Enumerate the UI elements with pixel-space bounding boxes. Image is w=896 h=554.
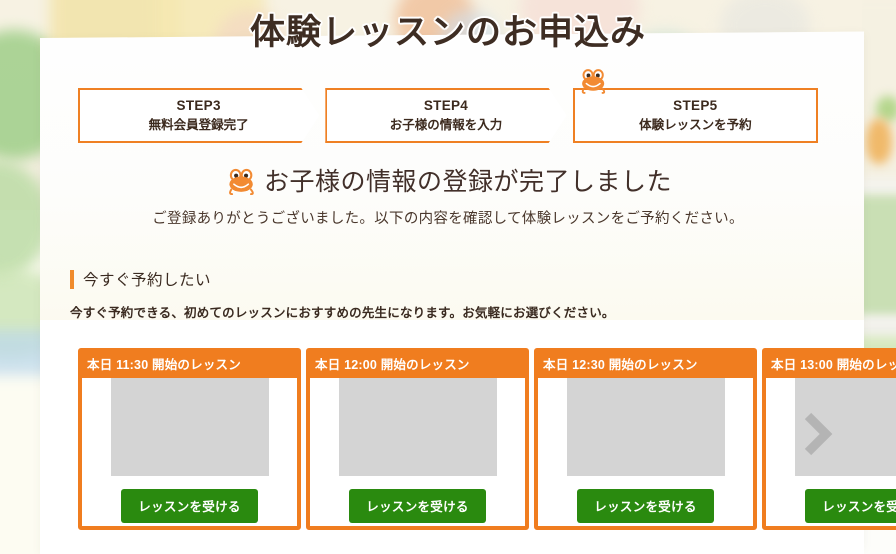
chevron-right-icon <box>804 412 833 456</box>
lesson-teacher-thumbnail <box>566 378 725 476</box>
lesson-card-time-header: 本日 13:00 開始のレッスン <box>766 352 896 378</box>
lesson-card[interactable]: 本日 13:00 開始のレッスン レッスンを受ける <box>762 348 896 530</box>
lesson-card-body: レッスンを受ける <box>766 378 896 526</box>
section-subtext: 今すぐ予約できる、初めてのレッスンにおすすめの先生になります。お気軽にお選びくだ… <box>70 306 615 320</box>
section-heading-group: 今すぐ予約したい <box>70 268 211 290</box>
lesson-carousel-track: 本日 11:30 開始のレッスン レッスンを受ける 本日 12:00 開始のレッ… <box>78 348 896 554</box>
lesson-card-time-header: 本日 12:00 開始のレッスン <box>310 352 525 378</box>
lesson-card-time-header: 本日 11:30 開始のレッスン <box>82 352 297 378</box>
step-number: STEP5 <box>673 98 718 114</box>
step-progress-bar: STEP3 無料会員登録完了 STEP4 お子様の情報を入力 STEP5 体験レ… <box>78 88 818 143</box>
background-decoration-shape <box>862 195 896 320</box>
accent-bar <box>70 269 74 289</box>
completion-subtext: ご登録ありがとうございました。以下の内容を確認して体験レッスンをご予約ください。 <box>152 211 744 227</box>
lesson-teacher-thumbnail <box>110 378 269 476</box>
step-label: 無料会員登録完了 <box>148 118 249 133</box>
section-heading-text: 今すぐ予約したい <box>83 272 212 289</box>
lesson-card[interactable]: 本日 12:30 開始のレッスン レッスンを受ける <box>534 348 757 530</box>
lesson-card-body: レッスンを受ける <box>82 378 297 526</box>
completion-heading: お子様の情報の登録が完了しました <box>0 162 896 198</box>
step-number: STEP4 <box>423 98 469 114</box>
lesson-carousel: 本日 11:30 開始のレッスン レッスンを受ける 本日 12:00 開始のレッ… <box>78 348 896 554</box>
step-label: お子様の情報を入力 <box>389 118 503 133</box>
lesson-card[interactable]: 本日 11:30 開始のレッスン レッスンを受ける <box>78 348 301 530</box>
completion-heading-text: お子様の情報の登録が完了しました <box>263 168 672 196</box>
lesson-card-time-header: 本日 12:30 開始のレッスン <box>538 352 753 378</box>
take-lesson-button[interactable]: レッスンを受ける <box>349 489 486 523</box>
step-number: STEP3 <box>176 98 221 114</box>
carousel-next-button[interactable] <box>795 408 841 460</box>
background-decoration-shape <box>862 178 896 200</box>
frog-mascot-icon <box>224 168 260 195</box>
step-label: 体験レッスンを予約 <box>639 118 752 133</box>
lesson-card-body: レッスンを受ける <box>538 378 753 526</box>
lesson-card[interactable]: 本日 12:00 開始のレッスン レッスンを受ける <box>306 348 529 530</box>
background-decoration-shape <box>866 118 892 164</box>
page-title: 体験レッスンのお申込み <box>249 13 646 52</box>
take-lesson-button[interactable]: レッスンを受ける <box>805 489 896 523</box>
take-lesson-button[interactable]: レッスンを受ける <box>577 489 714 523</box>
step-item-3: STEP3 無料会員登録完了 <box>78 88 319 143</box>
step-item-5: STEP5 体験レッスンを予約 <box>572 88 818 143</box>
lesson-teacher-thumbnail <box>338 378 497 476</box>
lesson-teacher-thumbnail <box>794 378 896 476</box>
background-decoration-shape <box>876 96 896 122</box>
take-lesson-button[interactable]: レッスンを受ける <box>121 489 258 523</box>
frog-mascot-icon <box>577 68 611 94</box>
lesson-card-body: レッスンを受ける <box>310 378 525 526</box>
step-item-4: STEP4 お子様の情報を入力 <box>325 88 566 143</box>
